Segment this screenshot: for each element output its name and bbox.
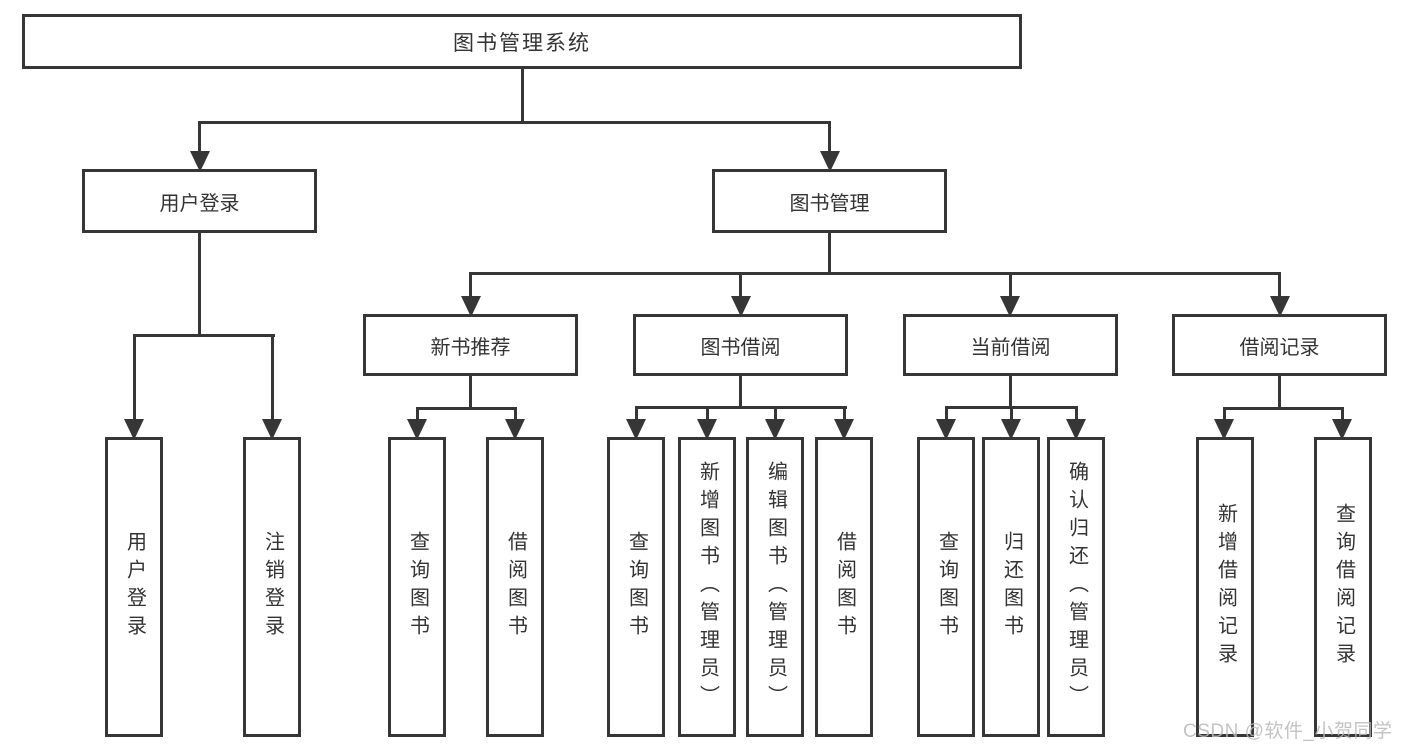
node-label: 图书借阅 bbox=[700, 336, 781, 359]
node-label: 新书推荐 bbox=[430, 336, 511, 359]
node-user-login: 用户登录 bbox=[82, 169, 317, 233]
arrow-down bbox=[1222, 408, 1226, 419]
node-leaf-borrow-books-borrowing: 借阅图书 bbox=[815, 437, 873, 737]
arrow-down bbox=[513, 408, 517, 419]
arrow-down bbox=[828, 122, 831, 151]
arrow-down bbox=[270, 335, 274, 419]
node-label: 图书管理 bbox=[789, 192, 870, 215]
node-leaf-return-books: 归还图书 bbox=[982, 437, 1040, 737]
node-label: 借阅图书 bbox=[504, 531, 527, 643]
arrow-down bbox=[634, 407, 638, 419]
node-label: 注销登录 bbox=[261, 531, 284, 643]
watermark-text: CSDN @软件_小贺同学 bbox=[1183, 721, 1393, 742]
arrow-down bbox=[469, 273, 472, 296]
node-current-borrowing: 当前借阅 bbox=[903, 314, 1118, 376]
node-book-management: 图书管理 bbox=[712, 169, 947, 233]
connector-book-borrow-stub bbox=[739, 376, 742, 409]
connector-user-login-bus bbox=[132, 333, 275, 337]
connector-user-login-stub bbox=[198, 233, 201, 337]
arrow-down bbox=[773, 407, 777, 419]
node-leaf-query-books-current: 查询图书 bbox=[917, 437, 975, 737]
connector-new-book-stub bbox=[469, 376, 472, 410]
node-label: 新增借阅记录 bbox=[1214, 503, 1237, 671]
node-label: 查询图书 bbox=[406, 531, 429, 643]
node-leaf-confirm-return-admin: 确认归还（管理员） bbox=[1047, 437, 1105, 737]
node-leaf-user-login: 用户登录 bbox=[105, 437, 163, 737]
connector-current-borrow-stub bbox=[1008, 376, 1012, 409]
node-book-borrowing: 图书借阅 bbox=[633, 314, 848, 376]
connector-root-stub bbox=[520, 69, 524, 123]
node-label: 确认归还（管理员） bbox=[1065, 461, 1088, 713]
node-label: 图书管理系统 bbox=[453, 31, 591, 55]
node-label: 编辑图书（管理员） bbox=[764, 461, 787, 713]
arrow-down bbox=[198, 122, 201, 151]
node-label: 归还图书 bbox=[1000, 531, 1023, 643]
arrow-down bbox=[1278, 273, 1281, 296]
arrow-down bbox=[1009, 407, 1013, 419]
connector-book-borrow-bus bbox=[634, 405, 847, 409]
node-borrowing-records: 借阅记录 bbox=[1172, 314, 1387, 376]
connector-records-stub bbox=[1278, 376, 1281, 409]
node-label: 查询图书 bbox=[625, 531, 648, 643]
node-leaf-add-borrow-record: 新增借阅记录 bbox=[1196, 437, 1254, 737]
arrow-down bbox=[705, 407, 709, 419]
arrow-down bbox=[132, 335, 136, 419]
node-label: 借阅图书 bbox=[833, 531, 856, 643]
arrow-down bbox=[415, 408, 419, 419]
node-new-book-recommend: 新书推荐 bbox=[363, 314, 578, 376]
connector-records-bus bbox=[1222, 406, 1344, 410]
node-leaf-query-borrow-record: 查询借阅记录 bbox=[1314, 437, 1372, 737]
node-label: 当前借阅 bbox=[970, 336, 1051, 359]
node-label: 用户登录 bbox=[159, 192, 240, 215]
node-library-management-system: 图书管理系统 bbox=[22, 14, 1022, 69]
node-leaf-query-books-recommend: 查询图书 bbox=[388, 437, 446, 737]
node-leaf-edit-books-admin: 编辑图书（管理员） bbox=[746, 437, 804, 737]
arrow-down bbox=[842, 407, 846, 419]
node-label: 查询图书 bbox=[935, 531, 958, 643]
node-label: 借阅记录 bbox=[1239, 336, 1320, 359]
connector-level2-bus bbox=[198, 120, 831, 124]
connector-book-mgmt-stub bbox=[828, 233, 831, 275]
arrow-down bbox=[739, 273, 742, 296]
connector-level3-bus bbox=[469, 271, 1281, 275]
node-leaf-add-books-admin: 新增图书（管理员） bbox=[678, 437, 736, 737]
node-leaf-borrow-books-recommend: 借阅图书 bbox=[486, 437, 544, 737]
arrow-down bbox=[944, 407, 948, 419]
arrow-down bbox=[1074, 407, 1078, 419]
node-label: 用户登录 bbox=[123, 531, 146, 643]
arrow-down bbox=[1340, 408, 1344, 419]
node-label: 新增图书（管理员） bbox=[696, 461, 719, 713]
arrow-down bbox=[1008, 273, 1012, 296]
connector-new-book-bus bbox=[415, 406, 517, 410]
node-label: 查询借阅记录 bbox=[1332, 503, 1355, 671]
node-leaf-query-books-borrowing: 查询图书 bbox=[607, 437, 665, 737]
node-leaf-logout: 注销登录 bbox=[243, 437, 301, 737]
